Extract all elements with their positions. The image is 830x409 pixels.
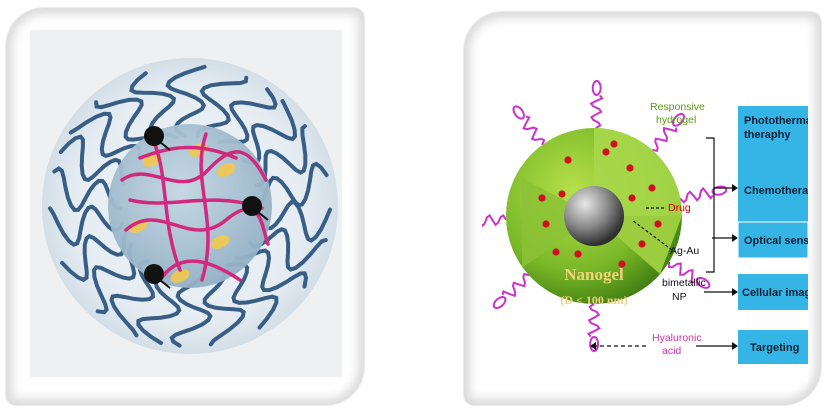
box-chemotherapy: Chemotherapy (744, 185, 808, 197)
box-imaging-label: Cellular imaging (742, 287, 808, 299)
drug-dot (542, 220, 549, 227)
ligand-stalk (503, 274, 529, 296)
ligand-stalk (591, 96, 602, 129)
agau-nanogel-diagram: Nanogel (D < 100 nm) Responsive hydrogel… (482, 48, 808, 383)
nanogel-size: (D < 100 nm) (560, 293, 627, 307)
label-ha-1: Hyaluronic (652, 332, 702, 344)
drug-dot (602, 148, 609, 155)
right-image-card: Nanogel (D < 100 nm) Responsive hydrogel… (464, 12, 821, 405)
label-responsive-2: hydrogel (656, 114, 696, 126)
ligand-head (511, 104, 526, 120)
label-drug: Drug (668, 202, 691, 214)
drug-dot (564, 156, 571, 163)
label-agau-2: bimetallic (662, 277, 706, 289)
ligand-stalk (589, 304, 600, 337)
polymer-nanogel-illustration (30, 30, 342, 377)
ligand-stalk (524, 116, 545, 144)
box-photothermal-1: Photothermal (744, 115, 808, 127)
ligand-head (492, 295, 508, 310)
ligand-stalk (482, 215, 506, 226)
ligand-head (593, 81, 601, 95)
drug-dot (610, 140, 617, 147)
ligand-stalk (680, 188, 713, 202)
box-targeting-label: Targeting (750, 342, 799, 354)
agau-nanogel-svg: Nanogel (D < 100 nm) Responsive hydrogel… (482, 48, 808, 383)
label-responsive-1: Responsive (650, 101, 705, 113)
drug-dot (638, 240, 645, 247)
drug-dot (654, 220, 661, 227)
agau-nanoparticle (564, 186, 624, 246)
drug-dot (574, 250, 581, 257)
label-agau-1: Ag-Au (670, 245, 699, 257)
drug-dot (538, 194, 545, 201)
label-ha-2: acid (662, 345, 681, 357)
nanogel-title: Nanogel (564, 265, 624, 284)
drug-dot (558, 190, 565, 197)
ligand-stalk (652, 128, 676, 151)
drug-dot (648, 184, 655, 191)
left-image-card (6, 8, 364, 405)
label-agau-3: NP (672, 291, 687, 303)
drug-dot (628, 194, 635, 201)
box-optical-label: Optical sensing (744, 235, 808, 247)
drug-dot (626, 164, 633, 171)
box-photothermal-2: theraphy (744, 129, 791, 141)
drug-dot (552, 248, 559, 255)
nanogel-schematic-svg (30, 30, 342, 377)
